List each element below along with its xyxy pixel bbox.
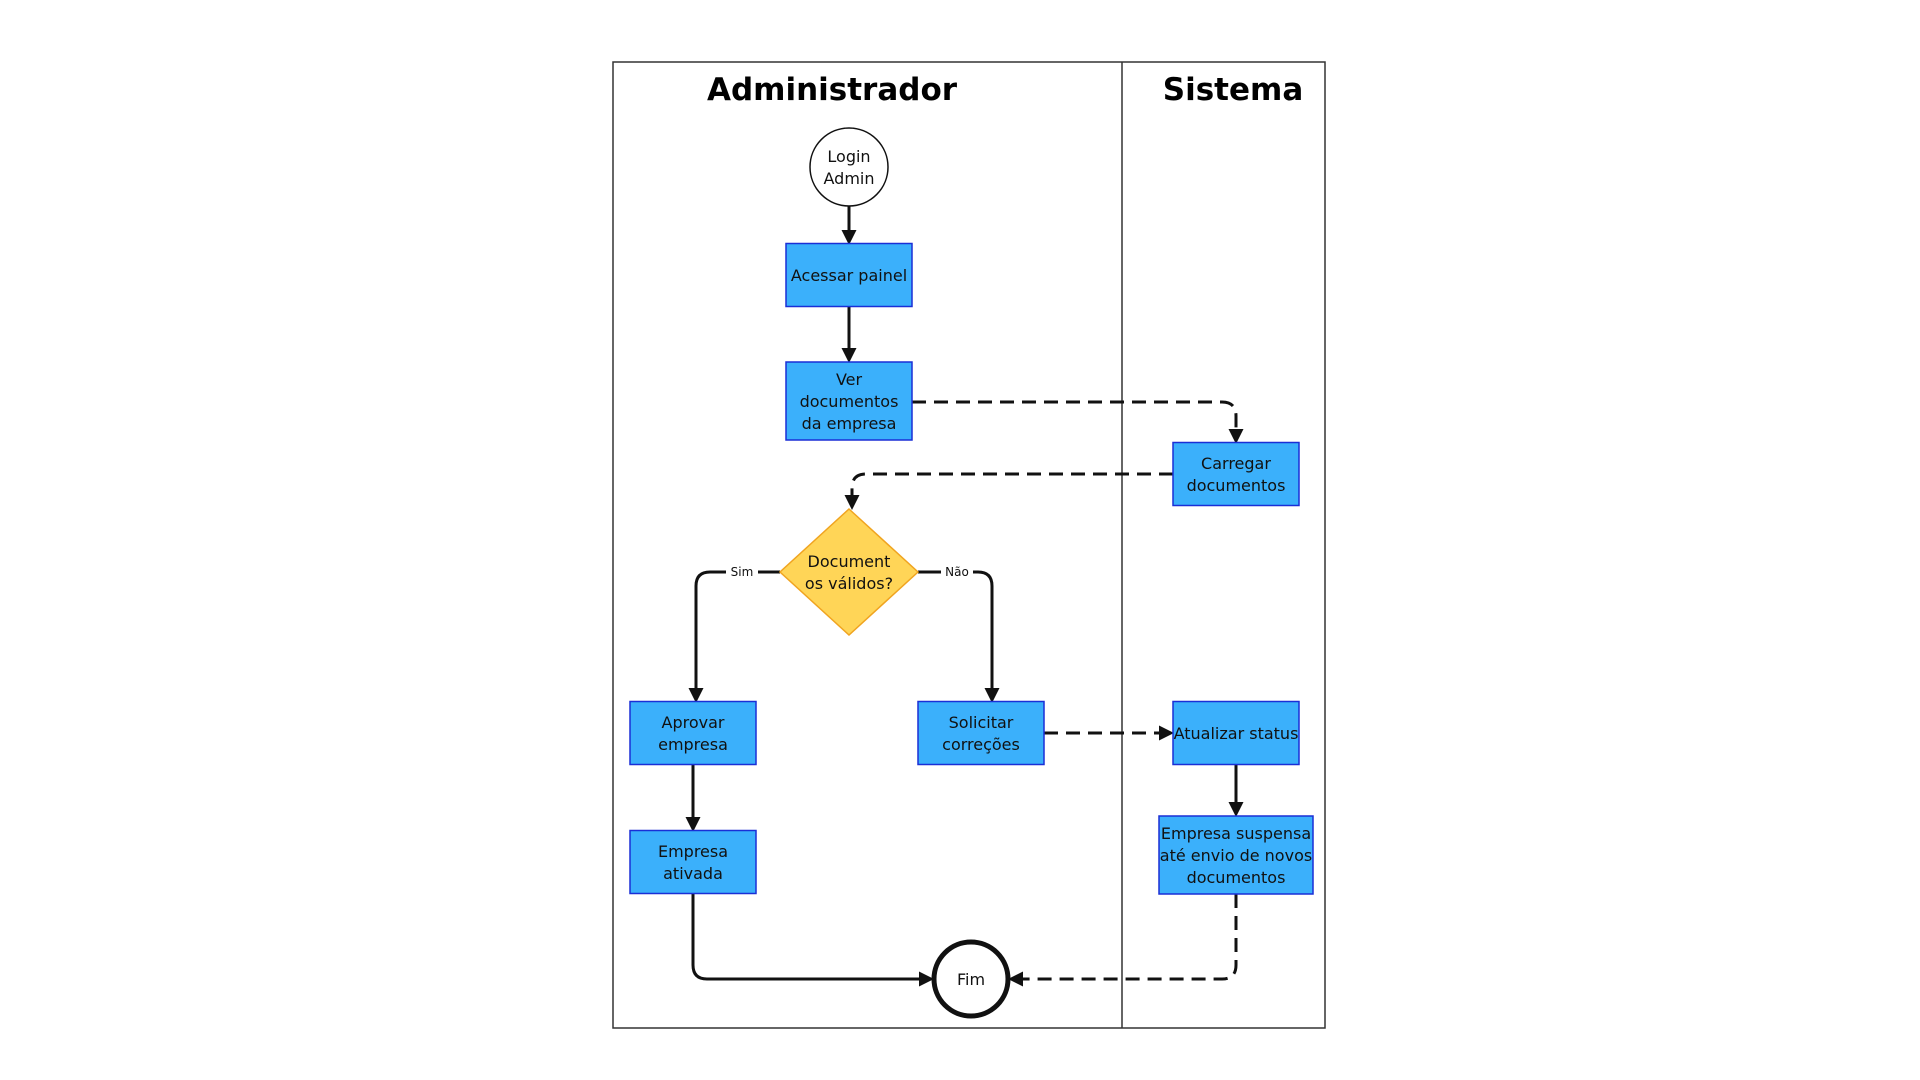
node-label-line: ativada — [663, 864, 723, 883]
lane-border-outer — [612, 61, 1326, 1029]
edge-ativada-to-fim — [691, 894, 934, 987]
node-label-line: Atualizar status — [1174, 724, 1299, 743]
end-terminal-circle — [931, 939, 1011, 1019]
edge-label-sim: Sim — [731, 565, 754, 579]
node-label-line: até envio de novos — [1160, 846, 1312, 865]
process-box — [629, 829, 757, 895]
node-suspensa: Empresa suspensa até envio de novos docume… — [1158, 815, 1314, 895]
node-aprovar: Aprovar empresa — [629, 700, 757, 766]
edge-decisao-to-solicitar — [918, 570, 1000, 703]
node-ver-docs: Ver documentos da empresa — [785, 361, 913, 441]
node-label-line: da empresa — [802, 414, 897, 433]
node-label-line: correções — [942, 735, 1020, 754]
node-atualizar: Atualizar status — [1172, 700, 1300, 766]
process-box — [785, 242, 913, 308]
node-painel: Acessar painel — [785, 242, 913, 308]
edge-carregar-to-decisao — [844, 472, 1173, 510]
node-label-line: Empresa suspensa — [1161, 824, 1311, 843]
process-box — [1172, 441, 1300, 507]
process-box — [629, 700, 757, 766]
node-label-line: Acessar painel — [791, 266, 907, 285]
node-fim: Fim — [931, 939, 1011, 1019]
process-box — [785, 361, 913, 441]
edges: Sim Não — [685, 206, 1244, 987]
edge-label-bg — [726, 565, 758, 580]
edge-decisao-to-aprovar — [688, 570, 780, 703]
node-carregar: Carregar documentos — [1172, 441, 1300, 507]
node-label-line: Fim — [957, 970, 985, 989]
node-label-line: os válidos? — [805, 574, 893, 593]
lane-title-system: Sistema — [1163, 72, 1303, 108]
decision-diamond — [778, 507, 920, 637]
edge-label-no: Não — [945, 565, 969, 579]
edge-suspensa-to-fim — [1008, 894, 1238, 987]
edge-ver_docs-to-carregar — [912, 400, 1244, 444]
process-box — [1158, 815, 1314, 895]
lane-title-admin: Administrador — [707, 72, 958, 108]
process-box — [1172, 700, 1300, 766]
node-solicitar: Solicitar correções — [917, 700, 1045, 766]
node-label-line: documentos — [1187, 476, 1286, 495]
node-label-line: Aprovar — [662, 713, 725, 732]
node-label-line: Ver — [836, 370, 863, 389]
swimlane-frame: Administrador Sistema — [612, 61, 1326, 1029]
node-label-line: Carregar — [1201, 454, 1271, 473]
node-label-line: Empresa — [658, 842, 728, 861]
edge-label-bg — [941, 565, 973, 580]
process-box — [917, 700, 1045, 766]
node-decisao: Document os válidos? — [778, 507, 920, 637]
node-label-line: Login — [827, 147, 870, 166]
node-label-line: empresa — [658, 735, 728, 754]
node-label-line: Document — [808, 552, 891, 571]
node-label-line: Admin — [824, 169, 875, 188]
node-label-line: documentos — [800, 392, 899, 411]
node-ativada: Empresa ativada — [629, 829, 757, 895]
node-label-line: documentos — [1187, 868, 1286, 887]
node-label-line: Solicitar — [949, 713, 1014, 732]
start-terminal-circle — [809, 127, 889, 207]
